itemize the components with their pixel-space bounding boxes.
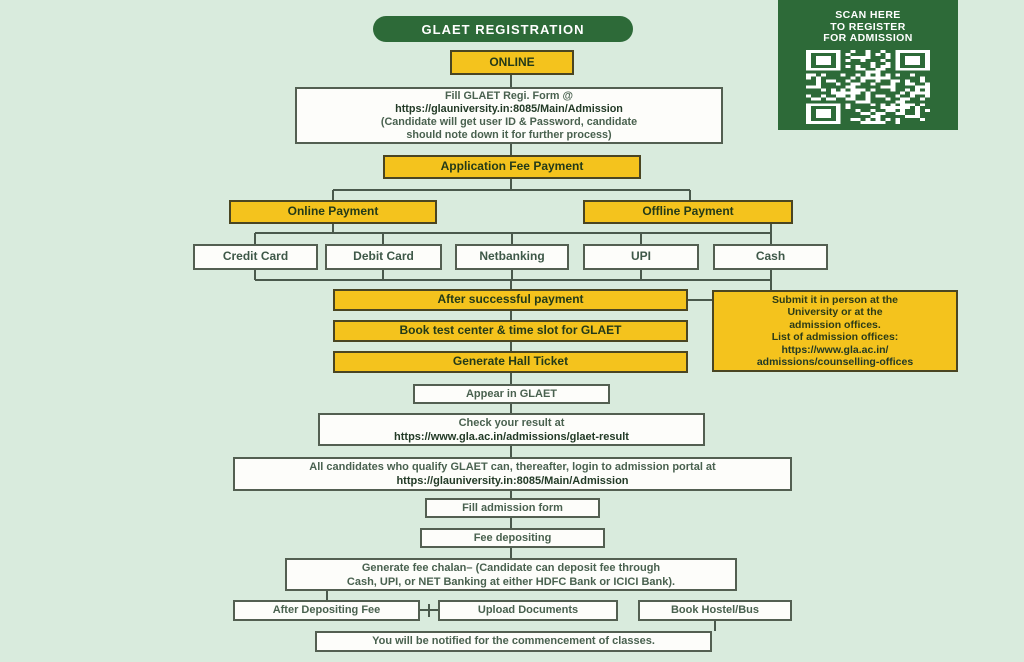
node-fill-registration-form: Fill GLAET Regi. Form @ https://glaunive… [295, 87, 723, 144]
note-line3: admission offices. [789, 318, 881, 331]
qualify-line1: All candidates who qualify GLAET can, th… [309, 461, 716, 473]
node-qualify-login-portal: All candidates who qualify GLAET can, th… [233, 457, 792, 491]
node-cash: Cash [713, 244, 828, 270]
check-result-line1: Check your result at [458, 416, 565, 429]
node-offline-payment: Offline Payment [583, 200, 793, 224]
node-appear-in-glaet: Appear in GLAET [413, 384, 610, 404]
chalan-line2: Cash, UPI, or NET Banking at either HDFC… [346, 575, 676, 588]
node-debit-card: Debit Card [325, 244, 442, 270]
node-generate-hall-ticket: Generate Hall Ticket [333, 351, 688, 373]
qr-caption-line1: SCAN HERE [835, 9, 901, 21]
offline-submission-note: Submit it in person at the University or… [712, 290, 958, 372]
node-fee-depositing: Fee depositing [420, 528, 605, 548]
note-line1: Submit it in person at the [771, 293, 898, 306]
node-online: ONLINE [450, 50, 574, 75]
fill-form-line1: Fill GLAET Regi. Form @ [444, 89, 574, 102]
qr-code [806, 49, 930, 124]
node-upload-documents: Upload Documents [438, 600, 618, 621]
page-title: GLAET REGISTRATION [421, 21, 585, 37]
qr-panel-caption: SCAN HERE TO REGISTER FOR ADMISSION [823, 9, 913, 45]
chalan-line1: Generate fee chalan– (Candidate can depo… [361, 561, 661, 574]
admission-portal-url: https://glauniversity.in:8085/Main/Admis… [396, 475, 629, 487]
admission-offices-url-line1: https://www.gla.ac.in/ [781, 343, 889, 356]
node-credit-card: Credit Card [193, 244, 318, 270]
node-book-test-center: Book test center & time slot for GLAET [333, 320, 688, 342]
node-after-successful-payment: After successful payment [333, 289, 688, 311]
node-upi: UPI [583, 244, 699, 270]
node-after-depositing-fee: After Depositing Fee [233, 600, 420, 621]
node-online-payment: Online Payment [229, 200, 437, 224]
node-netbanking: Netbanking [455, 244, 569, 270]
note-line2: University or at the [787, 306, 883, 318]
fill-form-line3: (Candidate will get user ID & Password, … [380, 115, 638, 128]
node-application-fee-payment: Application Fee Payment [383, 155, 641, 179]
node-commencement-notice: You will be notified for the commencemen… [315, 631, 712, 652]
registration-url: https://glauniversity.in:8085/Main/Admis… [395, 102, 623, 115]
node-fill-admission-form: Fill admission form [425, 498, 600, 518]
qr-caption-line3: FOR ADMISSION [823, 32, 913, 44]
node-generate-fee-chalan: Generate fee chalan– (Candidate can depo… [285, 558, 737, 591]
note-line4: List of admission offices: [771, 331, 899, 343]
node-check-result: Check your result at https://www.gla.ac.… [318, 413, 705, 446]
title-banner: GLAET REGISTRATION [373, 16, 633, 42]
qr-caption-line2: TO REGISTER [830, 20, 906, 33]
qr-panel: SCAN HERE TO REGISTER FOR ADMISSION [778, 0, 958, 130]
result-url: https://www.gla.ac.in/admissions/glaet-r… [394, 430, 629, 443]
admission-offices-url-line2: admissions/counselling-offices [756, 356, 914, 368]
fill-form-line4: should note down it for further process) [406, 128, 612, 141]
node-book-hostel-bus: Book Hostel/Bus [638, 600, 792, 621]
